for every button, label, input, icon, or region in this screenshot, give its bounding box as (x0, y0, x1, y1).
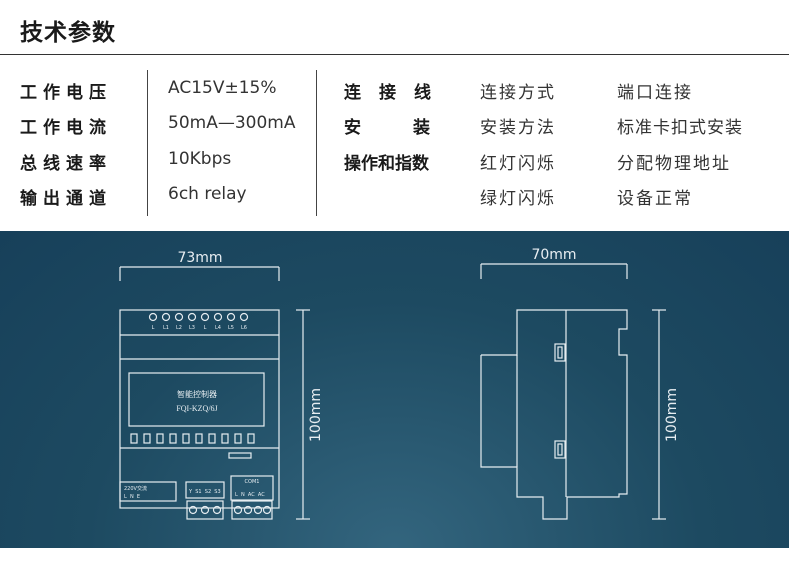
spec-value: 端口连接 (617, 83, 693, 103)
top-terminal-label: L3 (189, 325, 195, 331)
top-terminal-label: L5 (228, 325, 234, 331)
spec-value: 设备正常 (617, 189, 693, 209)
front-height-label: 100mm (308, 388, 324, 442)
dimension-drawing: 73mm 70mm 100mm 100mm L L1 L2 L3 L L4 L5… (0, 231, 789, 548)
panel-line-1: 智能控制器 (177, 389, 217, 399)
top-terminals (148, 312, 249, 322)
spec-value: 10Kbps (168, 149, 232, 169)
power-label: 220V交流 (124, 485, 147, 492)
power-terms: L N E (124, 494, 140, 500)
panel-line-2: FQI-KZQ/6J (176, 404, 217, 413)
spec-value: 分配物理地址 (617, 154, 731, 174)
spec-label: 连接线 (344, 83, 449, 103)
spec-value: AC15V±15% (168, 78, 277, 98)
spec-value: 连接方式 (480, 83, 556, 103)
spec-table: 工作电压 工作电流 总线速率 输出通道 AC15V±15% 50mA—300mA… (0, 70, 789, 220)
side-height-label: 100mm (664, 388, 680, 442)
spec-label: 输出通道 (20, 189, 112, 209)
spec-value: 6ch relay (168, 184, 247, 204)
top-terminal-label: L6 (241, 325, 247, 331)
spec-label: 总线速率 (20, 154, 112, 174)
column-divider (316, 70, 317, 216)
spec-value: 50mA—300mA (168, 113, 296, 133)
spec-value: 安装方法 (480, 118, 556, 138)
front-width-label: 73mm (177, 250, 222, 266)
com-terms: L N AC AC (235, 492, 265, 498)
divider (0, 54, 789, 55)
page-title: 技术参数 (20, 20, 116, 46)
bus-terms: Y S1 S2 S3 (188, 489, 221, 495)
top-terminal-label: L1 (163, 325, 169, 331)
spec-value: 绿灯闪烁 (480, 189, 556, 209)
spec-value: 标准卡扣式安装 (617, 118, 743, 138)
top-terminal-label: L4 (215, 325, 221, 331)
com-label: COM1 (245, 479, 260, 485)
top-terminal-label: L (204, 325, 207, 331)
top-terminal-label: L2 (176, 325, 182, 331)
spec-label: 工作电压 (20, 83, 112, 103)
spec-value: 红灯闪烁 (480, 154, 556, 174)
spec-label: 安装 (344, 118, 482, 138)
spec-label: 操作和指数 (344, 154, 429, 174)
spec-label: 工作电流 (20, 118, 112, 138)
side-width-label: 70mm (531, 247, 576, 263)
column-divider (147, 70, 148, 216)
top-terminal-label: L (152, 325, 155, 331)
